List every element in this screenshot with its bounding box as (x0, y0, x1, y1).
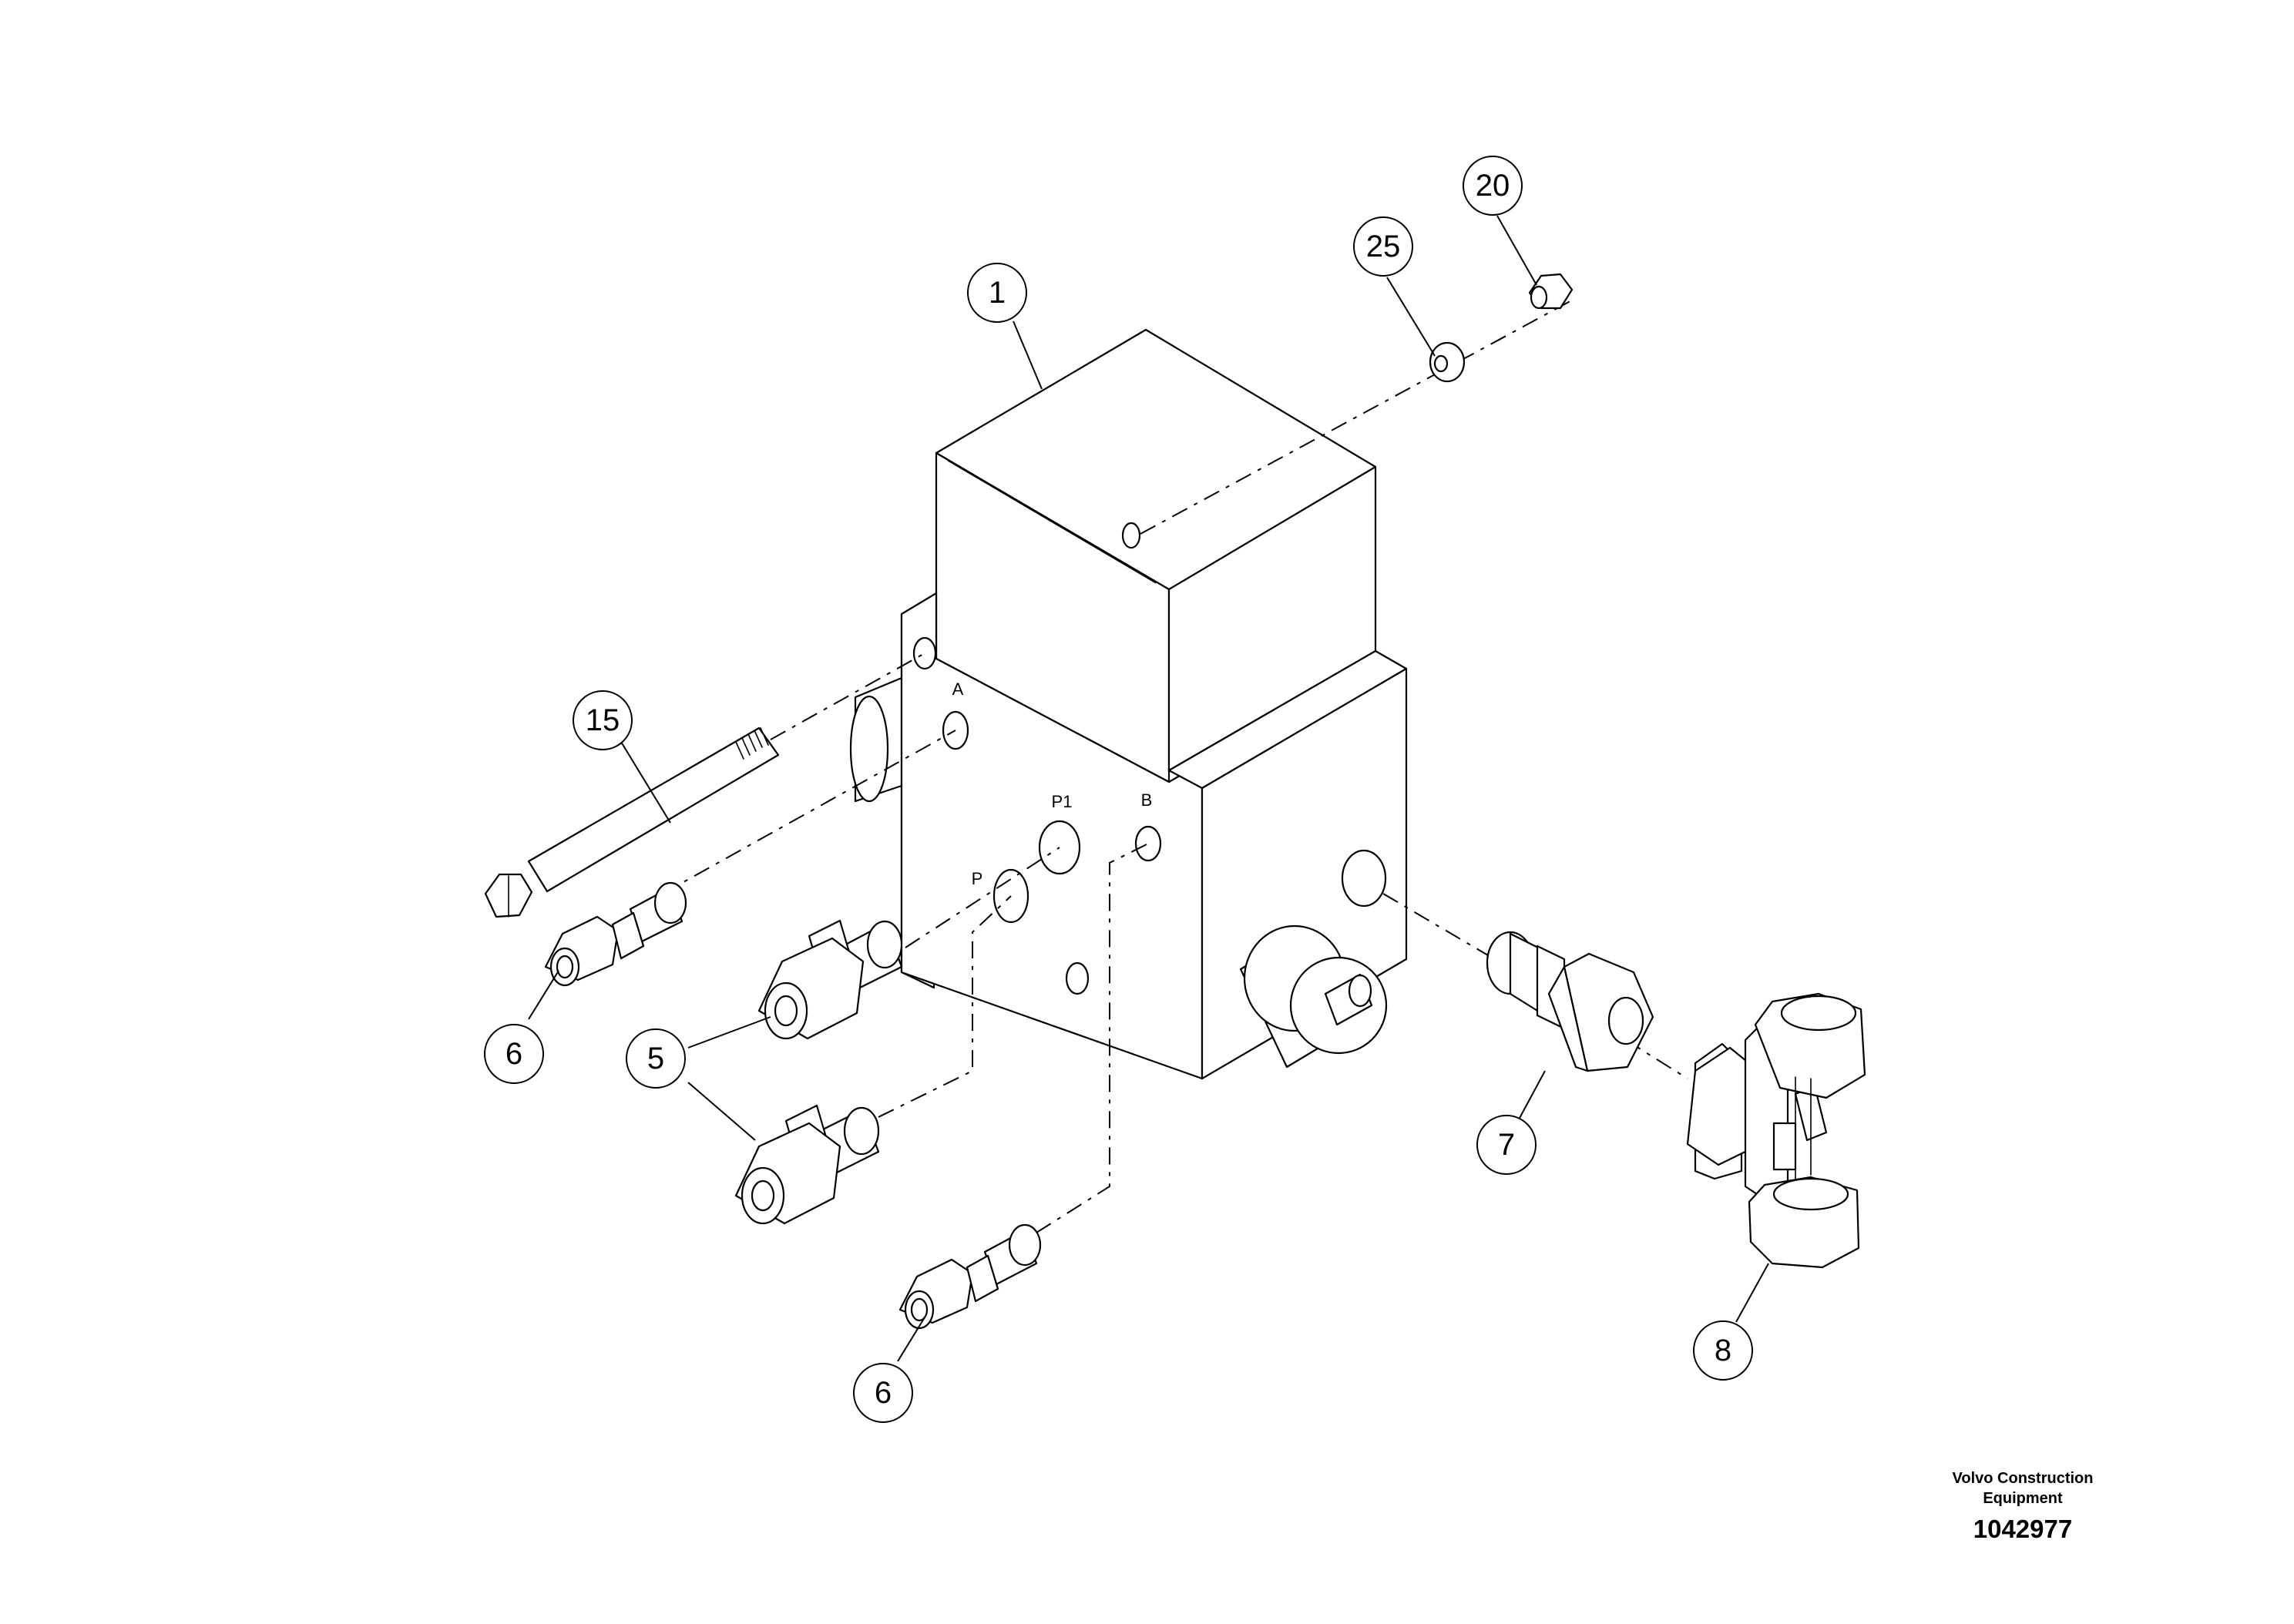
publisher-credit: Volvo Construction Equipment 1042977 (1926, 1468, 2119, 1544)
port-label-p1: P1 (1052, 792, 1073, 811)
fitting-5-lower (734, 1104, 880, 1225)
balloon-item-8: 8 (1693, 1320, 1753, 1381)
tee-fitting-8 (1686, 992, 1866, 1269)
side-port (1341, 849, 1387, 908)
balloon-label: 15 (586, 703, 620, 737)
balloon-item-15: 15 (573, 690, 633, 750)
port-label-b: B (1141, 790, 1153, 810)
leader-lines (528, 215, 1769, 1362)
bolt-15 (484, 726, 780, 918)
washer-25 (1429, 341, 1466, 383)
valve-block: A P1 B P (849, 328, 1408, 1080)
side-boss (1239, 924, 1388, 1069)
balloon-label: 7 (1498, 1128, 1515, 1162)
balloon-label: 6 (505, 1037, 522, 1071)
nut-20 (1528, 273, 1574, 310)
balloon-label: 5 (647, 1042, 664, 1075)
top-hole (1121, 522, 1141, 549)
balloon-label: 20 (1476, 169, 1510, 203)
balloon-item-25: 25 (1353, 216, 1413, 277)
assembly-lines (662, 297, 1688, 1233)
fitting-6-upper (544, 881, 687, 987)
balloon-label: 1 (989, 276, 1006, 310)
fitting-6-lower (898, 1223, 1042, 1330)
port-b (1134, 825, 1162, 862)
brand-line-1: Volvo Construction (1952, 1470, 2094, 1487)
mount-hole-lower (1065, 961, 1090, 995)
item-balloons: 1 20 25 15 6 5 7 8 (484, 156, 1753, 1423)
port-label-p: P (972, 869, 983, 888)
drawing-number: 1042977 (1973, 1515, 2073, 1543)
fitting-5-upper (757, 919, 903, 1040)
brand-line-2: Equipment (1983, 1490, 2063, 1507)
balloon-item-6-lower: 6 (853, 1363, 913, 1423)
fitting-7 (1486, 931, 1654, 1072)
balloon-label: 25 (1366, 230, 1401, 263)
balloon-item-6-upper: 6 (484, 1024, 544, 1084)
balloon-item-5: 5 (626, 1028, 686, 1089)
balloon-item-20: 20 (1463, 156, 1523, 216)
balloon-item-7: 7 (1476, 1115, 1537, 1175)
balloon-label: 8 (1715, 1334, 1731, 1367)
balloon-label: 6 (875, 1376, 892, 1410)
rear-boss (849, 676, 903, 803)
port-label-a: A (952, 679, 964, 699)
balloon-item-1: 1 (967, 263, 1027, 323)
mount-hole-upper (912, 636, 937, 670)
